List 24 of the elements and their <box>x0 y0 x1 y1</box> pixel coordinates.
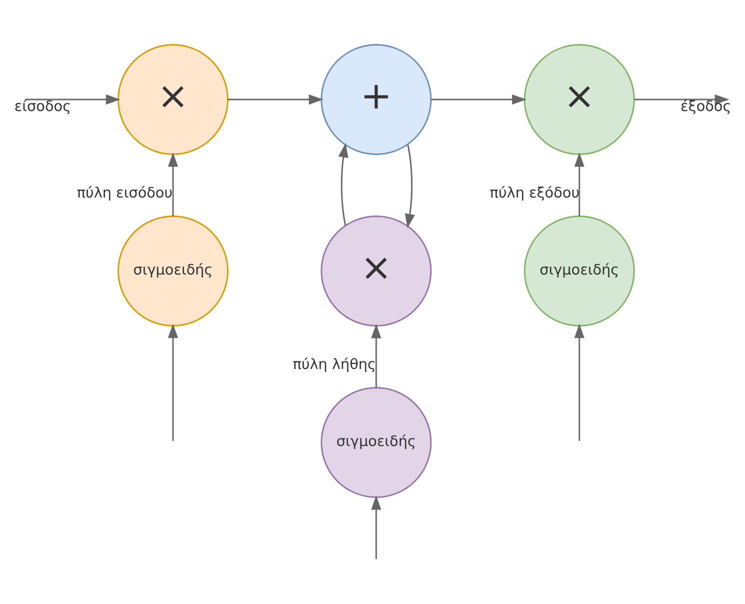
arrow <box>634 94 730 104</box>
edge-label: πύλη λήθης <box>292 356 376 372</box>
arrow <box>404 144 415 228</box>
arrow <box>430 94 526 104</box>
edge-label: είσοδος <box>14 98 72 115</box>
node-circle: + <box>320 44 432 154</box>
node-circle: × <box>118 44 228 154</box>
arrow <box>228 94 324 104</box>
arrow <box>25 94 120 104</box>
edge-label: πύλη εξόδου <box>490 185 580 202</box>
arrow <box>168 152 178 216</box>
node-circle: × <box>524 44 635 154</box>
node-circle: σιγμοειδής <box>118 215 228 326</box>
node-circle: σιγμοειδής <box>320 386 432 498</box>
arrow <box>371 494 382 559</box>
node-circle: σιγμοειδής <box>524 215 635 326</box>
node-circle: × <box>320 215 432 326</box>
edge-label: πύλη εισόδου <box>76 185 173 202</box>
arrow <box>338 142 348 226</box>
arrow <box>574 323 584 440</box>
arrow <box>371 323 382 388</box>
arrow <box>168 323 178 440</box>
arrow <box>574 152 584 216</box>
edge-label: έξοδος <box>680 98 732 115</box>
